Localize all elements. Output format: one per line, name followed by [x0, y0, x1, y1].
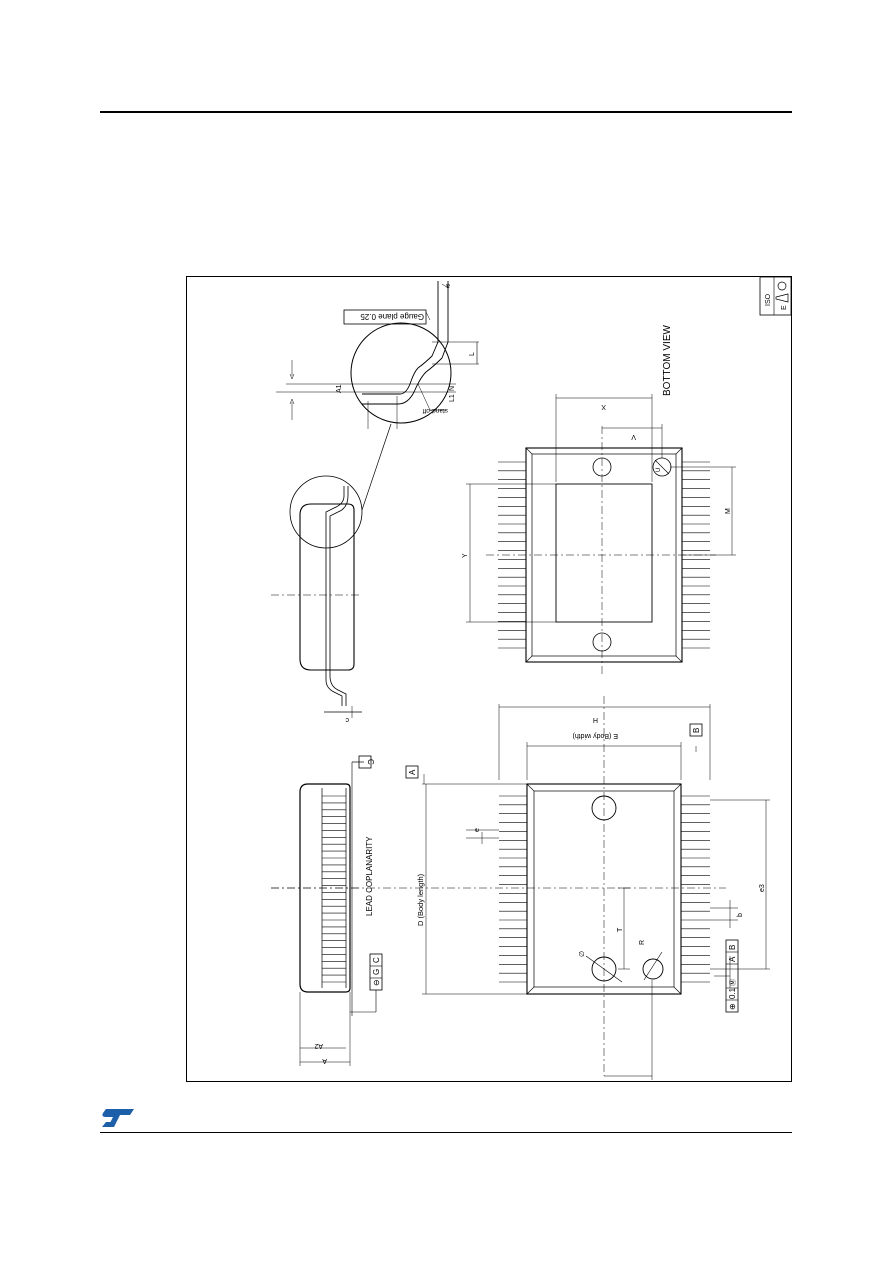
svg-text:B: B: [728, 945, 737, 950]
package-outline-drawing: ISO E C LEAD COPLANARITY ⊖ G C A2 A: [186, 276, 792, 1082]
ref-c-box: C: [358, 755, 375, 769]
top-view: [271, 696, 770, 1080]
a2-label: A2: [314, 1042, 323, 1049]
ref-b-label: B: [692, 728, 701, 733]
footer-rule: [100, 1132, 792, 1133]
l-label: L: [469, 352, 476, 356]
x-label: X: [601, 403, 606, 410]
e-body-label: E (Body width): [572, 732, 618, 739]
l1-label: L1: [449, 394, 456, 402]
svg-text:C: C: [372, 957, 381, 963]
standoff-label: stand-off: [423, 407, 448, 414]
bottom-view-title: BOTTOM VIEW: [662, 325, 673, 396]
bottom-view: [466, 394, 736, 676]
gauge-plane-box: Gauge plane 0.25: [343, 309, 427, 325]
svg-text:A: A: [728, 956, 737, 962]
svg-text:Ⓜ: Ⓜ: [729, 979, 737, 986]
iso-label: ISO: [765, 293, 772, 306]
lead-form-view: [271, 423, 392, 718]
lead-detail-view: [276, 281, 479, 429]
drawing-svg: ISO E C LEAD COPLANARITY ⊖ G C A2 A: [186, 276, 792, 1082]
b-label: b: [737, 913, 744, 917]
header-rule: [100, 111, 792, 113]
projection-symbol: ISO E: [759, 276, 792, 316]
f-label: F: [626, 1080, 630, 1082]
drawing-border: [186, 276, 792, 1082]
v-label: V: [631, 433, 636, 440]
coplanarity-tolerance-box: ⊖ G C: [369, 953, 383, 991]
ref-a-box: A: [405, 765, 419, 779]
d-body-label: D (Body length): [416, 873, 425, 926]
gauge-plane-label: Gauge plane 0.25: [360, 312, 424, 321]
r-label: R: [639, 940, 646, 945]
e-label: e: [474, 828, 481, 832]
n-label: N: [449, 386, 456, 391]
h-label: H: [593, 716, 598, 723]
svg-text:⊕: ⊕: [728, 1003, 737, 1010]
a-label: A: [322, 1057, 327, 1064]
a1-label: A1: [336, 384, 343, 393]
t-label: T: [617, 927, 624, 932]
ref-a-label: A: [408, 769, 417, 775]
st-logo: [102, 1109, 134, 1127]
lead-coplanarity-label: LEAD COPLANARITY: [365, 836, 374, 916]
position-tolerance-frame: ⊕ 0.1 Ⓜ A B: [725, 939, 739, 1013]
svg-text:⊖: ⊖: [372, 979, 381, 986]
m-label: M: [725, 508, 732, 514]
u-label: U: [656, 468, 662, 472]
ref-c-label: C: [366, 759, 375, 765]
alpha-label: a: [446, 282, 450, 289]
svg-text:0.1: 0.1: [728, 987, 737, 999]
phi-label: ∅: [579, 951, 586, 957]
projection-e-label: E: [781, 305, 788, 310]
y-label: Y: [462, 553, 469, 558]
side-view: [271, 761, 377, 1066]
ref-b-box: B: [689, 723, 703, 737]
svg-text:G: G: [372, 969, 381, 975]
e3-label: e3: [759, 884, 766, 892]
c-label: c: [345, 716, 349, 723]
